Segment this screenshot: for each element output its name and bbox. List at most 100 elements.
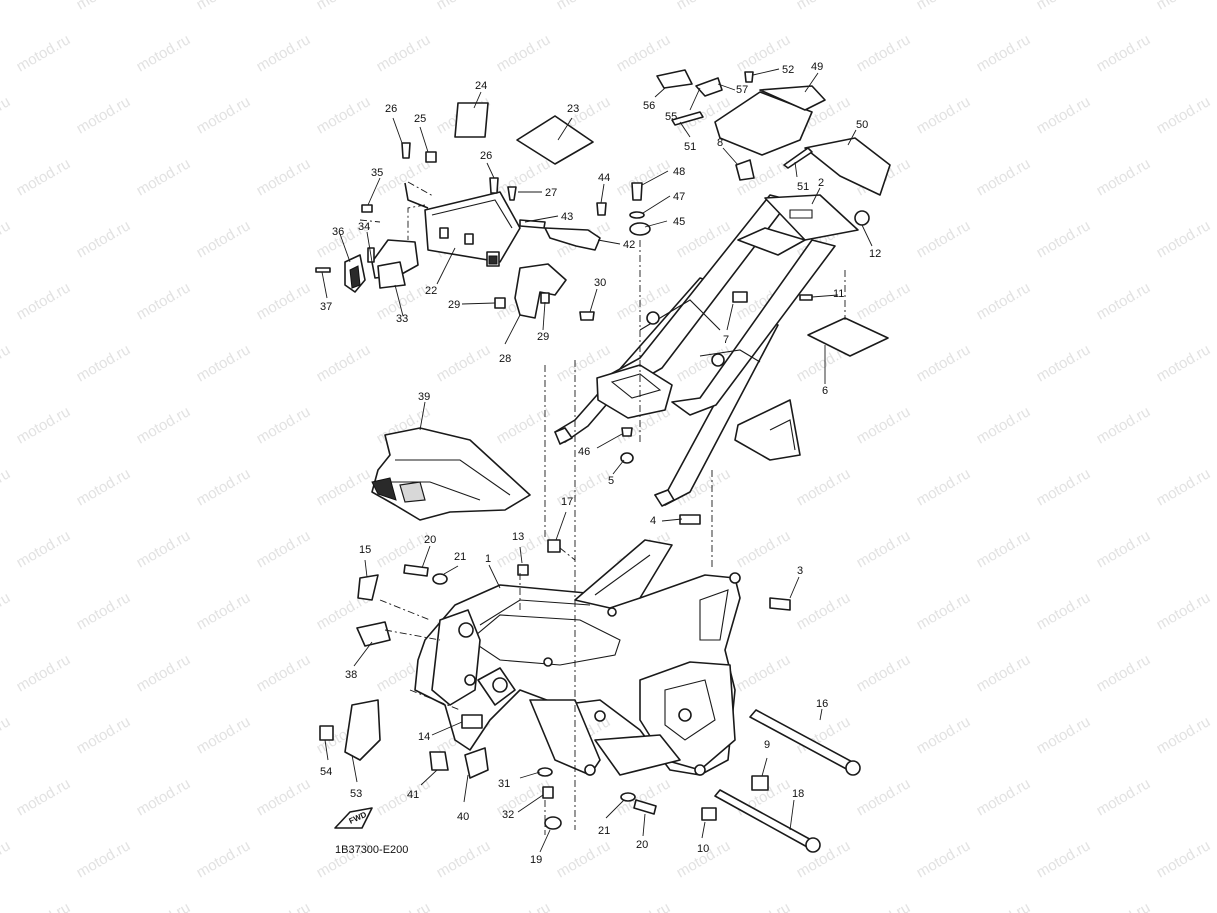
watermark-text: motod.ru	[614, 279, 674, 323]
watermark-text: motod.ru	[614, 899, 674, 913]
watermark-text: motod.ru	[254, 279, 314, 323]
callout-29b: 29	[537, 331, 549, 343]
callout-29a: 29	[448, 299, 460, 311]
callout-56: 56	[643, 100, 655, 112]
watermark-text: motod.ru	[0, 341, 13, 385]
watermark-text: motod.ru	[134, 651, 194, 695]
undertray	[371, 427, 531, 521]
callout-28: 28	[499, 353, 511, 365]
watermark-text: motod.ru	[14, 31, 74, 75]
bolt-26b	[489, 177, 499, 194]
watermark-text: motod.ru	[1034, 465, 1094, 509]
watermark-text: motod.ru	[1214, 31, 1217, 75]
watermark-text: motod.ru	[734, 651, 794, 695]
watermark-text: motod.ru	[1214, 899, 1217, 913]
watermark-text: motod.ru	[854, 775, 914, 819]
watermark-text: motod.ru	[854, 899, 914, 913]
callout-41: 41	[407, 789, 419, 801]
watermark-text: motod.ru	[194, 217, 254, 261]
watermark-text: motod.ru	[974, 155, 1034, 199]
bracket-42	[519, 202, 607, 251]
watermark-text: motod.ru	[1094, 527, 1154, 571]
callout-49: 49	[811, 61, 823, 73]
watermark-text: motod.ru	[974, 899, 1034, 913]
watermark-text: motod.ru	[74, 93, 134, 137]
watermark-text: motod.ru	[134, 279, 194, 323]
tail-assembly	[656, 69, 891, 196]
callout-37: 37	[320, 301, 332, 313]
watermark-text: motod.ru	[854, 31, 914, 75]
callout-16: 16	[816, 698, 828, 710]
watermark-text: motod.ru	[854, 527, 914, 571]
callout-25: 25	[414, 113, 426, 125]
fasteners	[319, 427, 861, 853]
callout-35: 35	[371, 167, 383, 179]
watermark-text: motod.ru	[1034, 217, 1094, 261]
callout-18: 18	[792, 788, 804, 800]
callout-30: 30	[594, 277, 606, 289]
watermark-text: motod.ru	[1094, 403, 1154, 447]
callout-22: 22	[425, 285, 437, 297]
callout-6: 6	[822, 385, 828, 397]
watermark-text: motod.ru	[194, 465, 254, 509]
callout-11: 11	[833, 288, 844, 300]
watermark-text: motod.ru	[134, 775, 194, 819]
watermark-text: motod.ru	[1094, 31, 1154, 75]
bracket-28	[494, 263, 595, 321]
callout-20a: 20	[424, 534, 436, 546]
watermark-text: motod.ru	[74, 217, 134, 261]
bolt-26a	[401, 142, 411, 159]
watermark-text: motod.ru	[794, 589, 854, 633]
watermark-text: motod.ru	[734, 899, 794, 913]
callout-51a: 51	[684, 141, 696, 153]
watermark-text: motod.ru	[134, 527, 194, 571]
watermark-text: motod.ru	[974, 31, 1034, 75]
damper-11	[799, 294, 813, 301]
watermark-text: motod.ru	[194, 93, 254, 137]
pad-6	[807, 317, 889, 357]
watermark-text: motod.ru	[314, 93, 374, 137]
watermark-text: motod.ru	[254, 403, 314, 447]
watermark-text: motod.ru	[614, 31, 674, 75]
watermark-text: motod.ru	[1094, 155, 1154, 199]
watermark-text: motod.ru	[434, 341, 494, 385]
callout-47: 47	[673, 191, 685, 203]
callout-53: 53	[350, 788, 362, 800]
watermark-text: motod.ru	[494, 899, 554, 913]
watermark-text: motod.ru	[1154, 837, 1214, 881]
watermark-text: motod.ru	[974, 527, 1034, 571]
callout-39: 39	[418, 391, 430, 403]
pad	[454, 102, 489, 138]
watermark-text: motod.ru	[854, 279, 914, 323]
watermark-text: motod.ru	[194, 589, 254, 633]
watermark-text: motod.ru	[434, 837, 494, 881]
fwd-arrow-icon: FWD	[334, 807, 373, 829]
callout-21b: 21	[598, 825, 610, 837]
callout-31: 31	[498, 778, 510, 790]
watermark-text: motod.ru	[254, 775, 314, 819]
watermark-text: motod.ru	[194, 837, 254, 881]
watermark-text: motod.ru	[1154, 0, 1214, 13]
callout-48: 48	[673, 166, 685, 178]
watermark-text: motod.ru	[14, 899, 74, 913]
watermark-text: motod.ru	[254, 651, 314, 695]
callout-numbers: 1 2 3 4 5 6 7 8 9 10 11 12 13 14 15 16 1…	[320, 61, 881, 866]
watermark-text: motod.ru	[134, 31, 194, 75]
clip-25	[425, 151, 437, 163]
callout-7: 7	[723, 334, 729, 346]
callout-8: 8	[717, 137, 723, 149]
watermark-text: motod.ru	[914, 713, 974, 757]
watermark-text: motod.ru	[794, 0, 854, 13]
rubber-sheet	[516, 115, 594, 165]
callout-15: 15	[359, 544, 371, 556]
watermark-text: motod.ru	[734, 527, 794, 571]
drawing-code: 1B37300-E200	[335, 844, 408, 856]
watermark-text: motod.ru	[134, 155, 194, 199]
callout-20b: 20	[636, 839, 648, 851]
battery-box	[404, 182, 521, 267]
callout-36: 36	[332, 226, 344, 238]
callout-23: 23	[567, 103, 579, 115]
watermark-text: motod.ru	[254, 527, 314, 571]
